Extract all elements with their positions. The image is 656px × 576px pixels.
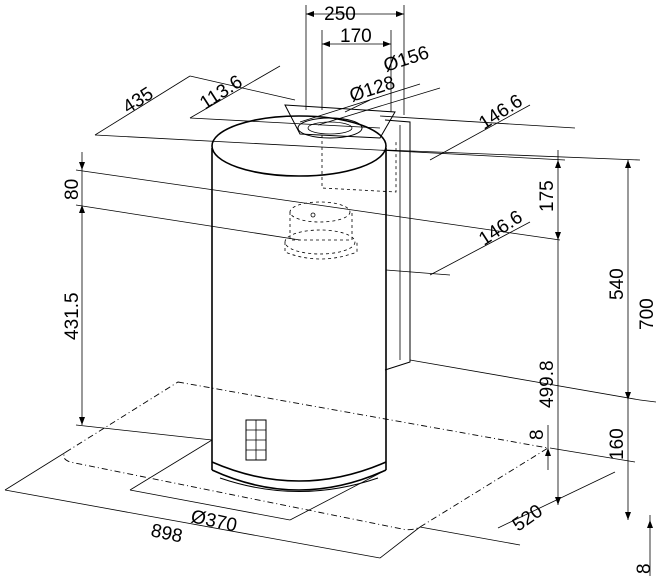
- dim-base-depth: 520: [509, 501, 547, 536]
- dim-chimney-height: 431.5: [62, 292, 83, 340]
- flue-outlet-top: [284, 104, 397, 193]
- dim-offset-left: 113.6: [196, 71, 246, 114]
- dim-flue-outer-diameter: Ø156: [381, 42, 432, 76]
- internal-adaptor: [284, 201, 358, 260]
- dim-depth-left: 435: [119, 83, 157, 118]
- dim-height-max: 700: [637, 298, 656, 330]
- dimension-lines: [4, 5, 656, 576]
- dim-chimney-top: 80: [62, 179, 83, 200]
- dimension-arrows: [79, 11, 653, 528]
- hood-cylinder: [211, 115, 411, 492]
- dim-body-diameter: Ø370: [189, 506, 239, 536]
- dim-inner-width: 170: [340, 26, 372, 47]
- dim-top-width: 250: [324, 4, 356, 25]
- dimension-labels: 250 170 Ø156 Ø128 435 113.6 146.6 146.6 …: [62, 4, 656, 574]
- dim-height-min: 540: [607, 268, 628, 300]
- dim-bottom-thickness-left: 8: [527, 429, 548, 440]
- dim-bottom-thickness-right: 8: [634, 563, 655, 574]
- dim-overall-width: 898: [149, 520, 184, 547]
- dim-flue-inner-diameter: Ø128: [347, 72, 398, 106]
- dim-upper-right: 175: [537, 180, 558, 212]
- dim-bottom-height: 160: [607, 428, 628, 460]
- dim-lower-right: 499.8: [537, 360, 558, 408]
- dim-offset-right-top: 146.6: [475, 91, 526, 135]
- dim-offset-right-mid: 146.6: [475, 207, 526, 251]
- glass-base-plate: [63, 381, 550, 531]
